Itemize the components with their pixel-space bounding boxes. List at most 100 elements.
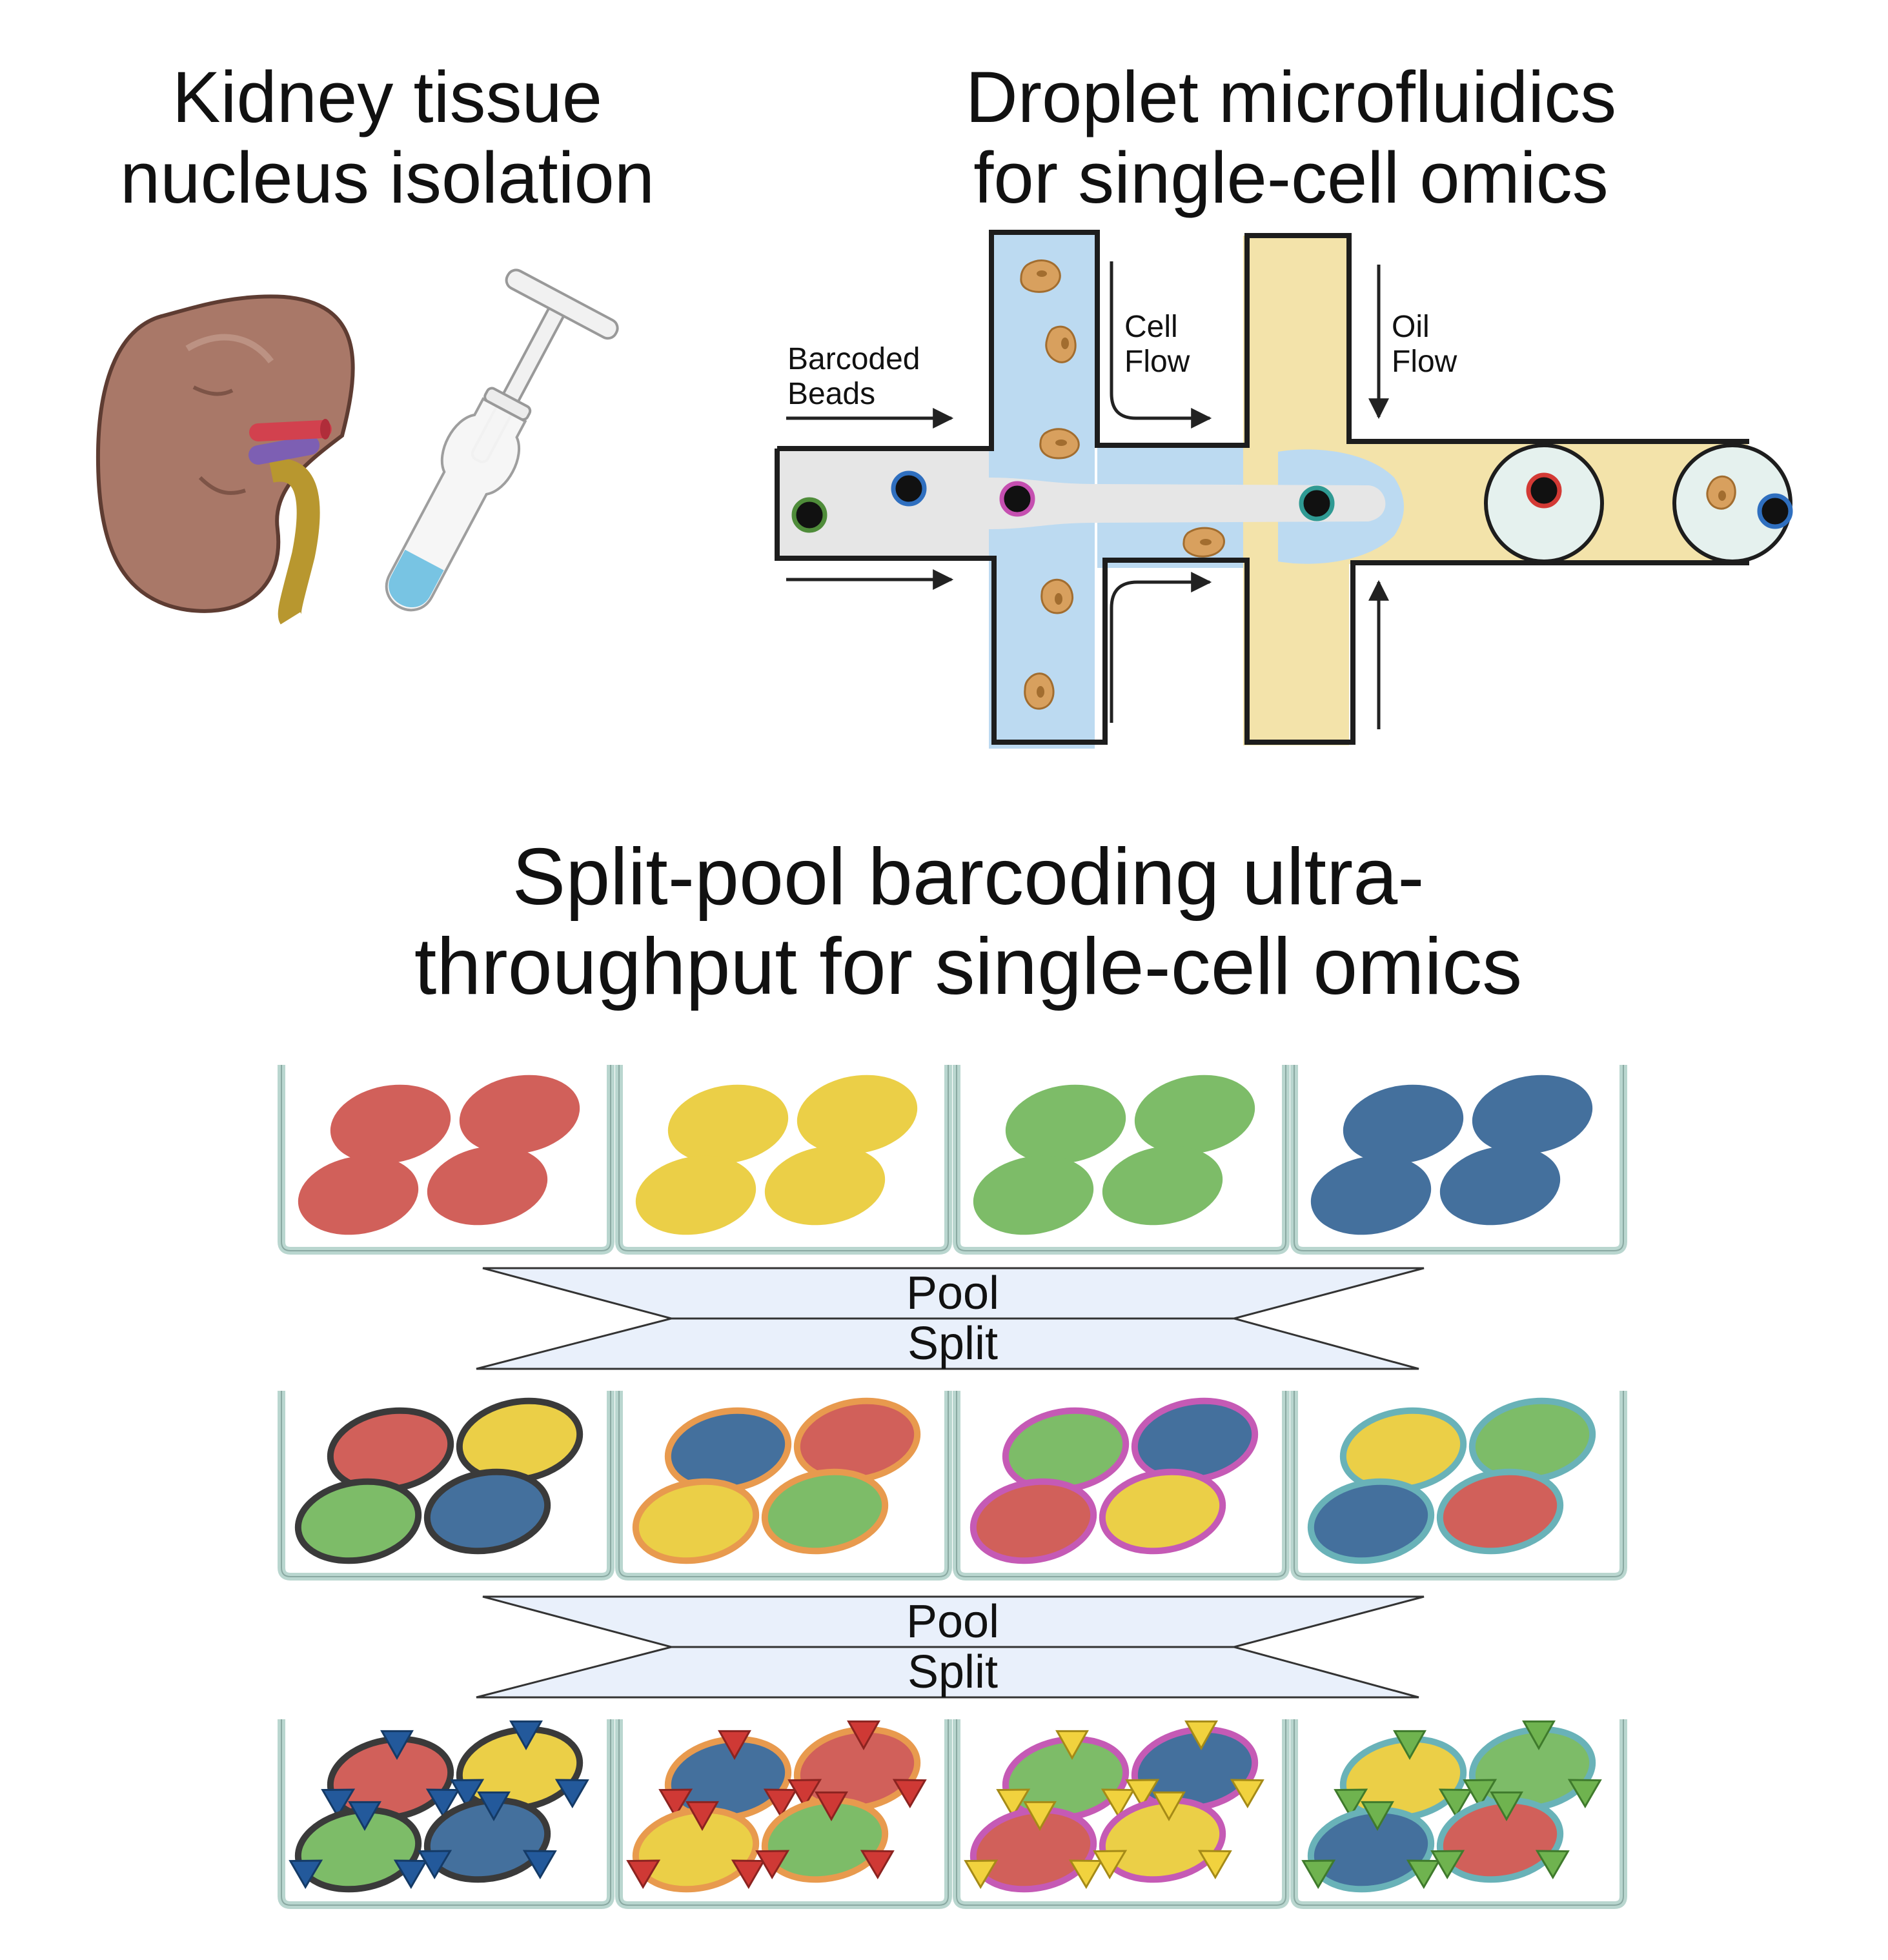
nucleus xyxy=(459,1075,580,1155)
cell-flow-arrow xyxy=(1110,261,1212,429)
barcoded-bead xyxy=(1526,472,1562,509)
droplet-title: Droplet microfluidics for single-cell om… xyxy=(904,57,1678,219)
barcode-marker xyxy=(393,1859,428,1890)
split-label: Split xyxy=(908,1646,998,1698)
barcode-marker xyxy=(554,1779,589,1809)
barcoded-bead xyxy=(1757,493,1793,529)
split-label: Split xyxy=(908,1318,998,1369)
barcode-marker xyxy=(1301,1859,1336,1890)
nucleus xyxy=(1472,1075,1593,1155)
barcode-marker xyxy=(755,1850,790,1880)
barcode-marker xyxy=(1490,1791,1523,1822)
barcode-marker xyxy=(1361,1801,1394,1832)
barcode-marker xyxy=(477,1791,511,1822)
barcode-marker xyxy=(450,1779,485,1809)
nucleus xyxy=(667,1084,789,1164)
nucleus xyxy=(1439,1146,1561,1226)
dounce-homogenizer-icon xyxy=(385,268,619,612)
droplet-title-line1: Droplet microfluidics xyxy=(965,57,1617,137)
barcode-marker xyxy=(718,1730,751,1761)
nucleus xyxy=(635,1155,756,1235)
kidney-icon xyxy=(96,294,355,625)
barcode-marker xyxy=(1197,1850,1232,1880)
barcoded-bead xyxy=(999,481,1035,517)
split-pool-title-line2: throughput for single-cell omics xyxy=(414,922,1523,1011)
barcode-marker xyxy=(1406,1859,1441,1890)
barcode-marker xyxy=(1184,1720,1218,1751)
barcode-marker xyxy=(860,1850,895,1880)
droplet-title-line2: for single-cell omics xyxy=(973,137,1609,219)
barcode-marker xyxy=(1152,1791,1186,1822)
barcode-marker xyxy=(731,1859,766,1890)
nucleus xyxy=(764,1146,886,1226)
barcode-marker xyxy=(1567,1779,1602,1809)
split-pool-plates xyxy=(278,1065,1627,1909)
barcode-marker xyxy=(1430,1850,1465,1880)
cell-flow-arrow xyxy=(1110,572,1212,723)
pool-label: Pool xyxy=(906,1596,999,1648)
barcode-marker xyxy=(418,1850,452,1880)
pool-split-step-1: Pool Split xyxy=(476,1267,1425,1370)
nucleus xyxy=(969,1478,1097,1564)
barcode-marker xyxy=(763,1788,798,1819)
nucleus xyxy=(761,1468,889,1555)
nucleus xyxy=(423,1468,551,1555)
nucleus xyxy=(1436,1468,1564,1555)
barcode-marker xyxy=(289,1859,323,1890)
barcode-marker xyxy=(1068,1859,1103,1890)
barcode-marker xyxy=(1230,1779,1264,1809)
barcoded-bead xyxy=(1299,485,1335,521)
nucleus xyxy=(973,1155,1094,1235)
barcode-marker xyxy=(1334,1788,1368,1819)
barcode-marker xyxy=(348,1801,381,1832)
nucleus xyxy=(294,1478,422,1564)
nucleus xyxy=(1102,1146,1223,1226)
barcode-marker xyxy=(1093,1850,1128,1880)
barcode-marker xyxy=(626,1859,661,1890)
nucleus xyxy=(427,1146,548,1226)
nucleus xyxy=(1099,1468,1226,1555)
nucleus xyxy=(1343,1084,1464,1164)
nucleus xyxy=(1005,1084,1126,1164)
barcode-marker xyxy=(815,1791,848,1822)
nucleus xyxy=(298,1155,419,1235)
kidney-title: Kidney tissue nucleus isolation xyxy=(65,57,710,219)
nucleus xyxy=(632,1478,760,1564)
barcode-marker xyxy=(996,1788,1031,1819)
kidney-title-line1: Kidney tissue xyxy=(172,57,603,137)
barcode-marker xyxy=(1393,1730,1426,1761)
split-pool-title-line1: Split-pool barcoding ultra- xyxy=(512,833,1425,922)
nucleus xyxy=(330,1084,451,1164)
nucleus xyxy=(797,1075,918,1155)
barcode-marker xyxy=(1438,1788,1473,1819)
barcode-marker xyxy=(787,1779,822,1809)
kidney-title-line2: nucleus isolation xyxy=(119,137,655,219)
barcode-marker xyxy=(425,1788,460,1819)
barcode-marker xyxy=(1125,1779,1160,1809)
barcode-marker xyxy=(1535,1850,1570,1880)
barcoded-bead xyxy=(891,470,927,507)
pool-split-step-2: Pool Split xyxy=(476,1595,1425,1699)
barcode-marker xyxy=(380,1730,414,1761)
barcode-marker xyxy=(1055,1730,1089,1761)
cell xyxy=(1045,325,1077,363)
nucleus xyxy=(1134,1075,1255,1155)
barcode-marker xyxy=(658,1788,693,1819)
barcode-marker xyxy=(892,1779,927,1809)
barcode-marker xyxy=(685,1801,719,1832)
nucleus xyxy=(1307,1478,1435,1564)
barcode-marker xyxy=(1101,1788,1135,1819)
barcode-marker xyxy=(1463,1779,1497,1809)
nucleus xyxy=(1310,1155,1432,1235)
barcode-marker xyxy=(964,1859,999,1890)
barcode-marker xyxy=(522,1850,557,1880)
split-pool-title: Split-pool barcoding ultra- throughput f… xyxy=(194,833,1743,1012)
barcode-marker xyxy=(509,1720,543,1751)
pool-label: Pool xyxy=(906,1268,999,1319)
barcoded-bead xyxy=(791,497,827,533)
barcode-marker xyxy=(321,1788,356,1819)
